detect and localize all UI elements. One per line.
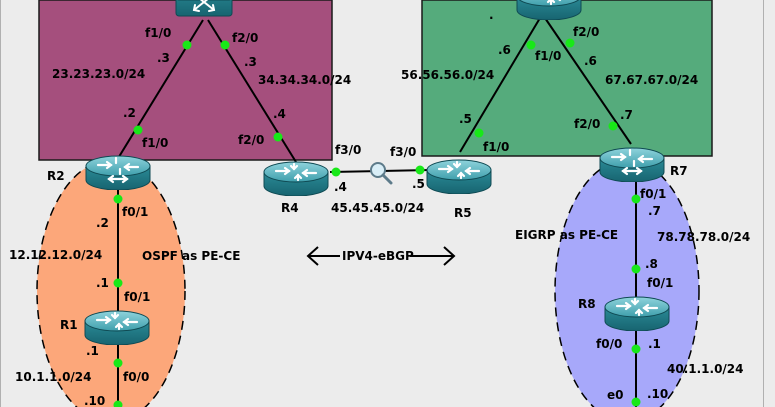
- subnet-56: 56.56.56.0/24: [401, 68, 494, 82]
- top-left-switch-icon[interactable]: [175, 0, 233, 17]
- host-id: .6: [498, 43, 511, 57]
- iface-top-right-f10: f1/0: [535, 49, 561, 63]
- link-dot: [113, 278, 123, 288]
- host-id: .4: [334, 180, 347, 194]
- r7-router-icon[interactable]: [598, 146, 666, 182]
- host-id: .6: [584, 54, 597, 68]
- iface-top-left-f20: f2/0: [232, 31, 258, 45]
- iface-r8-f01: f0/1: [647, 276, 673, 290]
- subnet-23: 23.23.23.0/24: [52, 67, 145, 81]
- iface-r7-f01: f0/1: [640, 187, 666, 201]
- iface-r4-f30: f3/0: [335, 143, 361, 157]
- iface-r1-f01: f0/1: [124, 290, 150, 304]
- subnet-12: 12.12.12.0/24: [9, 248, 102, 262]
- link-dot: [526, 40, 536, 50]
- router-name-r1: R1: [60, 318, 78, 332]
- link-top-right-r7: [544, 17, 632, 145]
- link-dot: [631, 344, 641, 354]
- ospf-site-area: [36, 159, 186, 407]
- r8-router-icon[interactable]: [603, 295, 671, 331]
- subnet-78: 78.78.78.0/24: [657, 230, 750, 244]
- right-mpls-area: [421, 0, 713, 157]
- left-mpls-area: [38, 0, 333, 161]
- iface-r5-f10: f1/0: [483, 140, 509, 154]
- router-name-r7: R7: [670, 164, 688, 178]
- ebgp-arrow: [306, 246, 456, 266]
- host-id: .1: [648, 337, 661, 351]
- link-endpoints: [113, 38, 641, 407]
- host-id: .10: [647, 387, 668, 401]
- link-dot: [608, 121, 618, 131]
- iface-top-right-f20: f2/0: [573, 25, 599, 39]
- iface-r7-f20: f2/0: [574, 117, 600, 131]
- link-dot: [474, 128, 484, 138]
- link-dot: [631, 397, 641, 407]
- router-name-r5: R5: [454, 206, 472, 220]
- subnet-67: 67.67.67.0/24: [605, 73, 698, 87]
- subnet-10: 10.1.1.0/24: [15, 370, 92, 384]
- link-dot: [631, 264, 641, 274]
- host-id: .7: [620, 108, 633, 122]
- host-id: .8: [645, 257, 658, 271]
- iface-r2-f01: f0/1: [122, 205, 148, 219]
- link-dot: [565, 38, 575, 48]
- link-dot: [182, 40, 192, 50]
- host-id: .7: [648, 204, 661, 218]
- host-id: .5: [459, 112, 472, 126]
- host-id: .2: [123, 106, 136, 120]
- r1-router-icon[interactable]: [83, 309, 151, 345]
- subnet-40: 40.1.1.0/24: [667, 362, 744, 376]
- link-dot: [331, 167, 341, 177]
- link-dot: [631, 194, 641, 204]
- ospf-note: OSPF as PE-CE: [142, 249, 240, 263]
- host-id: .10: [84, 394, 105, 407]
- host-id: .3: [244, 55, 257, 69]
- top-right-router-icon[interactable]: [515, 0, 583, 20]
- host-id: .2: [96, 216, 109, 230]
- iface-r2-f10: f1/0: [142, 136, 168, 150]
- router-name-r8: R8: [578, 297, 596, 311]
- subnet-45: 45.45.45.0/24: [331, 201, 424, 215]
- link-dot: [415, 165, 425, 175]
- iface-r5-f30: f3/0: [390, 145, 416, 159]
- link-dot: [113, 400, 123, 407]
- host-id: .3: [157, 51, 170, 65]
- link-dot: [273, 132, 283, 142]
- link-top-right-r5: [459, 17, 541, 153]
- iface-top-left-f10: f1/0: [145, 26, 171, 40]
- r5-router-icon[interactable]: [425, 158, 493, 194]
- r4-router-icon[interactable]: [262, 160, 330, 196]
- eigrp-note: EIGRP as PE-CE: [515, 228, 618, 242]
- host-id: .5: [412, 177, 425, 191]
- iface-r4-f20: f2/0: [238, 133, 264, 147]
- link-dot: [133, 125, 143, 135]
- capture-magnifier-icon[interactable]: [370, 162, 393, 185]
- iface-r1-f00: f0/0: [123, 370, 149, 384]
- host-id: .4: [273, 107, 286, 121]
- router-name-r4: R4: [281, 201, 299, 215]
- link-dot: [220, 40, 230, 50]
- ebgp-note: IPV4-eBGP: [342, 249, 414, 263]
- subnet-34: 34.34.34.0/24: [258, 73, 351, 87]
- r2-router-icon[interactable]: [84, 154, 152, 190]
- iface-r8-e0: e0: [607, 388, 624, 402]
- host-id: .1: [96, 276, 109, 290]
- link-dot: [113, 194, 123, 204]
- dot-mark: .: [489, 8, 494, 22]
- link-dot: [113, 358, 123, 368]
- router-name-r2: R2: [47, 169, 65, 183]
- iface-r8-f00: f0/0: [596, 337, 622, 351]
- host-id: .1: [86, 344, 99, 358]
